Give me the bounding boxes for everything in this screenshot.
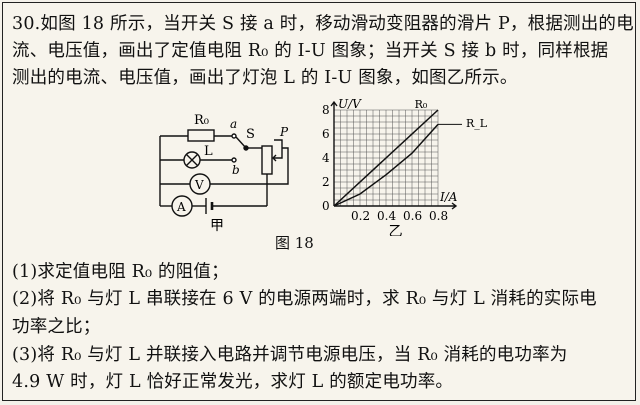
y-tick-label: 6	[322, 127, 330, 141]
switch-blade	[235, 136, 247, 149]
problem-frame	[2, 2, 636, 401]
x-axis	[334, 202, 458, 210]
y-axis-label: U/V	[338, 97, 362, 111]
x-tick-label: 0.8	[429, 209, 448, 223]
question-2-line-1: (2)将 R₀ 与灯 L 串联接在 6 V 的电源两端时，求 R₀ 与灯 L 消…	[12, 289, 597, 309]
label-l: L	[204, 144, 213, 159]
circuit-diagram: R₀ a S L b P V A 甲	[159, 113, 289, 233]
question-1: (1)求定值电阻 R₀ 的阻值；	[12, 262, 229, 282]
resistor-r0-symbol	[187, 129, 215, 142]
x-tick-label: 0.6	[403, 209, 422, 223]
label-r0: R₀	[194, 113, 209, 128]
label-p: P	[279, 125, 289, 139]
problem-line-3: 测出的电流、电压值，画出了灯泡 L 的 I-U 图象，如图乙所示。	[12, 68, 518, 88]
figure-caption: 图 18	[275, 234, 314, 252]
label-yi: 乙	[389, 224, 403, 236]
label-v: V	[194, 178, 204, 192]
y-tick-label: 2	[322, 175, 330, 189]
x-tick-label: 0.4	[377, 209, 396, 223]
y-axis	[330, 100, 338, 206]
rheostat-symbol	[261, 145, 273, 175]
x-axis-label: I/A	[439, 190, 458, 204]
x-tick-label: 0.2	[351, 209, 370, 223]
label-jia: 甲	[210, 218, 224, 233]
series-label-rl: R_L	[466, 117, 488, 130]
label-a-meter: A	[176, 200, 186, 214]
question-3-line-2: 4.9 W 时，灯 L 恰好正常发光，求灯 L 的额定电功率。	[12, 372, 454, 392]
label-b: b	[232, 163, 240, 177]
problem-line-2: 流、电压值，画出了定值电阻 R₀ 的 I-U 图象；当开关 S 接 b 时，同样…	[12, 41, 609, 61]
label-s: S	[246, 127, 255, 142]
y-tick-label: 4	[322, 151, 330, 165]
y-tick-label: 8	[322, 103, 330, 117]
series-line-1	[333, 123, 439, 207]
question-3-line-1: (3)将 R₀ 与灯 L 并联接入电路并调节电源电压，当 R₀ 消耗的电功率为	[12, 345, 568, 365]
series-label-r0: R₀	[415, 98, 428, 111]
label-a: a	[230, 117, 237, 131]
y-tick-label: 0	[322, 199, 330, 213]
iu-graph: 0.2 0.4 0.6 0.8 0 2 4 6 8 U/V I/A R₀ R_L 乙	[322, 97, 488, 236]
problem-line-1: 30.如图 18 所示，当开关 S 接 a 时，移动滑动变阻器的滑片 P，根据测…	[12, 14, 634, 34]
series-line-0	[333, 109, 439, 207]
question-2-line-2: 功率之比；	[12, 317, 101, 337]
